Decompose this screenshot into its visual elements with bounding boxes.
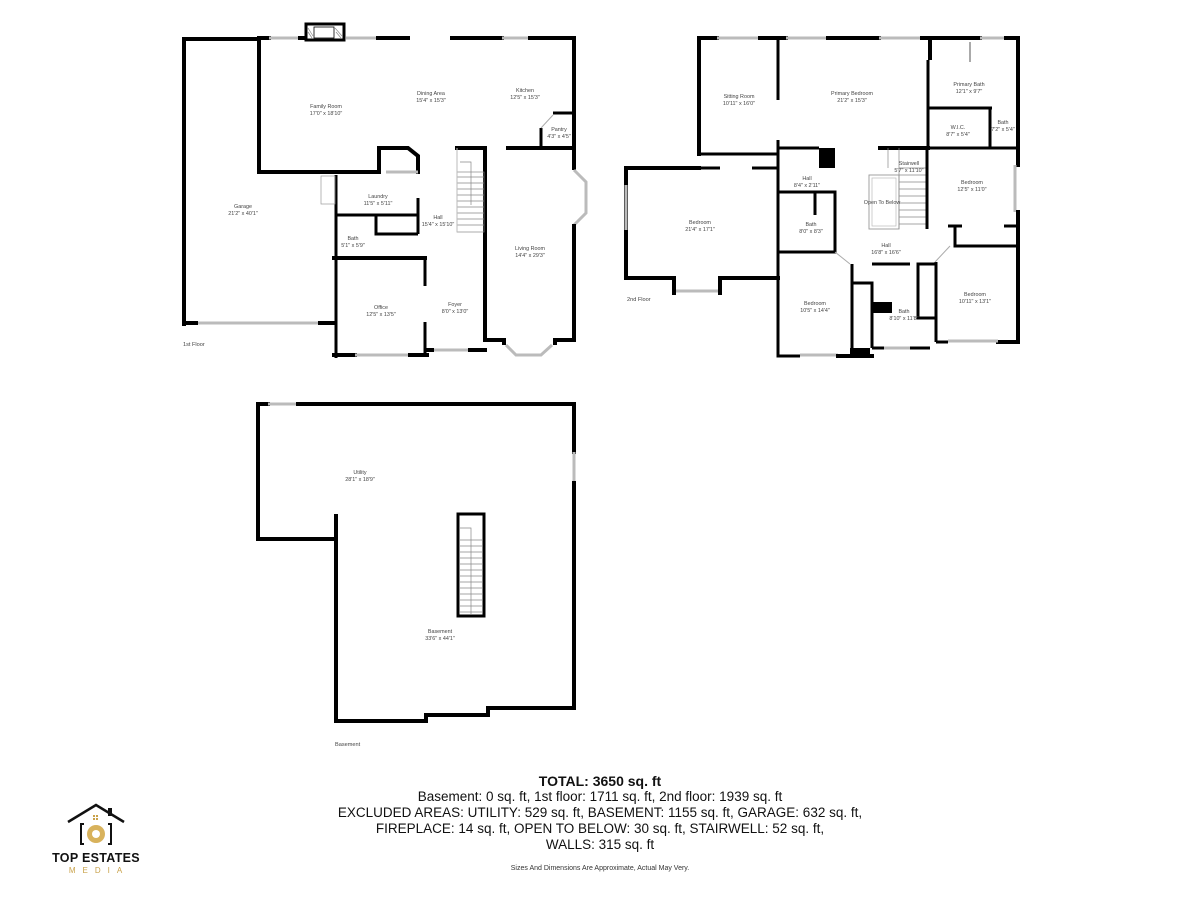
house-camera-icon [67,803,125,845]
floor-label-second: 2nd Floor [627,297,651,303]
brand-name: TOP ESTATES [52,851,140,865]
summary-line-walls: WALLS: 315 sq. ft [545,837,655,852]
summary-line-excluded-2: FIREPLACE: 14 sq. ft, OPEN TO BELOW: 30 … [375,821,825,836]
basement-plan [256,402,576,723]
summary-line-excluded-1: EXCLUDED AREAS: UTILITY: 529 sq. ft, BAS… [337,805,863,820]
area-summary: TOTAL: 3650 sq. ft Basement: 0 sq. ft, 1… [300,773,900,872]
floor-label-basement: Basement [335,742,361,748]
first-floor-plan [182,22,588,358]
second-floor-plan [624,36,1020,358]
room-wic: W.I.C.8'7" x 5'4" [946,125,970,138]
room-open-to-below: Open To Below [863,200,901,206]
total-area: TOTAL: 3650 sq. ft [538,773,662,789]
disclaimer: Sizes And Dimensions Are Approximate, Ac… [510,865,690,872]
brand-logo: TOP ESTATES MEDIA [48,802,144,875]
brand-sub: MEDIA [68,866,130,875]
summary-line-floors: Basement: 0 sq. ft, 1st floor: 1711 sq. … [417,789,783,804]
floor-label-first: 1st Floor [183,342,205,348]
